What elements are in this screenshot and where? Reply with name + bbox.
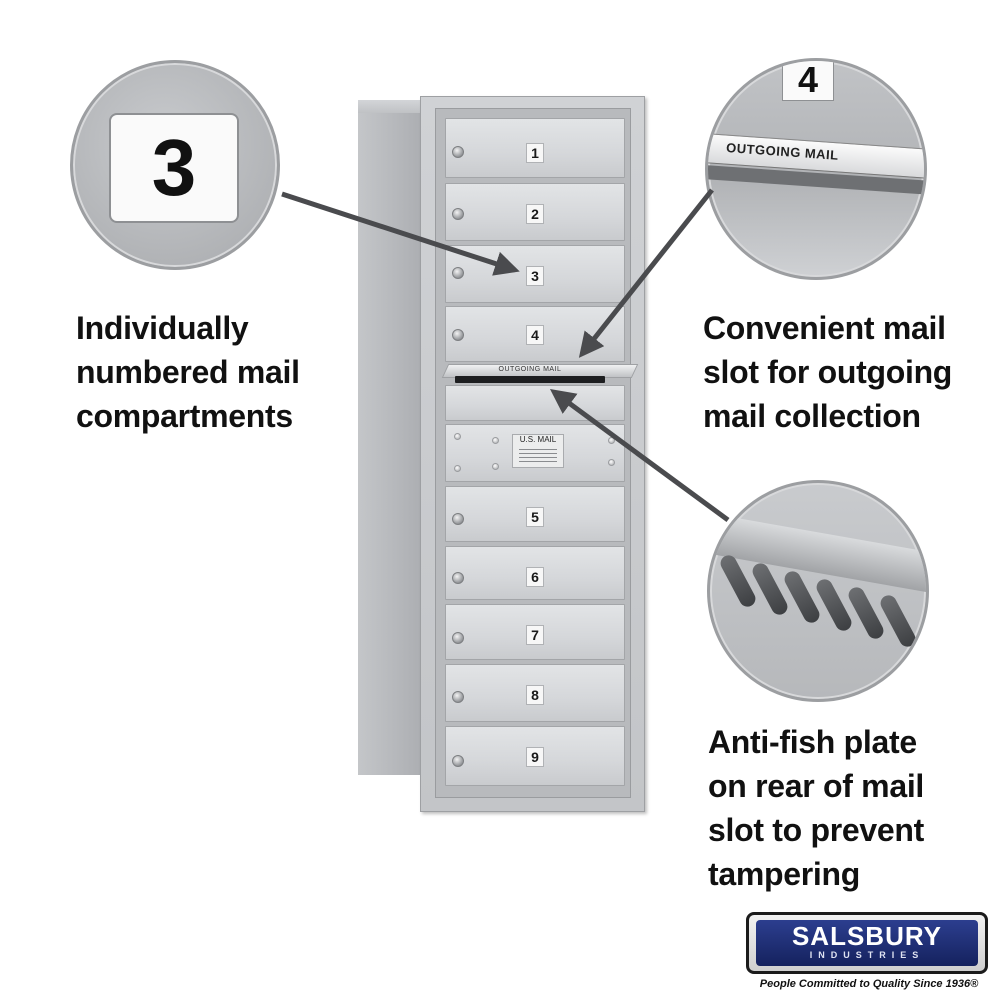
rivet-icon [454, 433, 461, 440]
lock-icon [452, 691, 464, 703]
zoom-circle-number-tag: 3 [70, 60, 280, 270]
slot-lower-panel [445, 385, 625, 421]
lock-icon [452, 632, 464, 644]
rivet-icon [492, 463, 499, 470]
anti-fish-slot [813, 576, 855, 634]
compartment-number: 9 [526, 747, 544, 767]
zoomed-number-tag: 4 [782, 61, 834, 101]
compartment-number: 2 [526, 204, 544, 224]
lock-icon [452, 267, 464, 279]
zoom-circle-outgoing-slot: 4 OUTGOING MAIL [705, 58, 927, 280]
compartment-number: 6 [526, 567, 544, 587]
compartment-number: 1 [526, 143, 544, 163]
lock-icon [452, 572, 464, 584]
salsbury-logo-badge [756, 920, 978, 966]
compartment-door-9: 9 [445, 726, 625, 786]
compartment-door-7: 7 [445, 604, 625, 660]
compartment-number: 4 [526, 325, 544, 345]
lock-icon [452, 513, 464, 525]
anti-fish-slot [877, 592, 919, 650]
lock-icon [452, 146, 464, 158]
compartment-door-5: 5 [445, 486, 625, 542]
compartment-number: 8 [526, 685, 544, 705]
compartment-door-4: 4 [445, 306, 625, 362]
lock-icon [452, 208, 464, 220]
caption-outgoing-slot: Convenient mail slot for outgoing mail c… [703, 310, 953, 434]
rivet-icon [492, 437, 499, 444]
anti-fish-slot [845, 584, 887, 642]
lock-icon [452, 329, 464, 341]
compartment-number: 3 [526, 266, 544, 286]
caption-anti-fish-plate: Anti-fish plate on rear of mail slot to … [708, 724, 925, 892]
zoom-circle-anti-fish-plate [707, 480, 929, 702]
logo-name: SALSBURY [791, 921, 943, 951]
rivet-icon [608, 459, 615, 466]
logo-subtitle: INDUSTRIES [809, 950, 925, 960]
rivet-icon [608, 437, 615, 444]
zoomed-number-tag: 3 [109, 113, 239, 223]
outgoing-mail-slot [455, 376, 605, 383]
compartment-number: 5 [526, 507, 544, 527]
outgoing-mail-slot-label: OUTGOING MAIL [498, 366, 562, 373]
compartment-door-3: 3 [445, 245, 625, 303]
compartment-number: 7 [526, 625, 544, 645]
caption-numbered-compartments: Individually numbered mail compartments [76, 310, 300, 434]
compartment-door-6: 6 [445, 546, 625, 600]
compartment-door-1: 1 [445, 118, 625, 178]
compartment-door-8: 8 [445, 664, 625, 722]
logo-tagline: People Committed to Quality Since 1936® [759, 978, 979, 990]
anti-fish-slot [749, 560, 791, 618]
us-mail-label: U.S. MAIL [519, 435, 557, 444]
anti-fish-slot [781, 568, 823, 626]
compartment-door-2: 2 [445, 183, 625, 241]
rivet-icon [454, 465, 461, 472]
mailbox-side-top [358, 100, 430, 116]
lock-icon [452, 755, 464, 767]
